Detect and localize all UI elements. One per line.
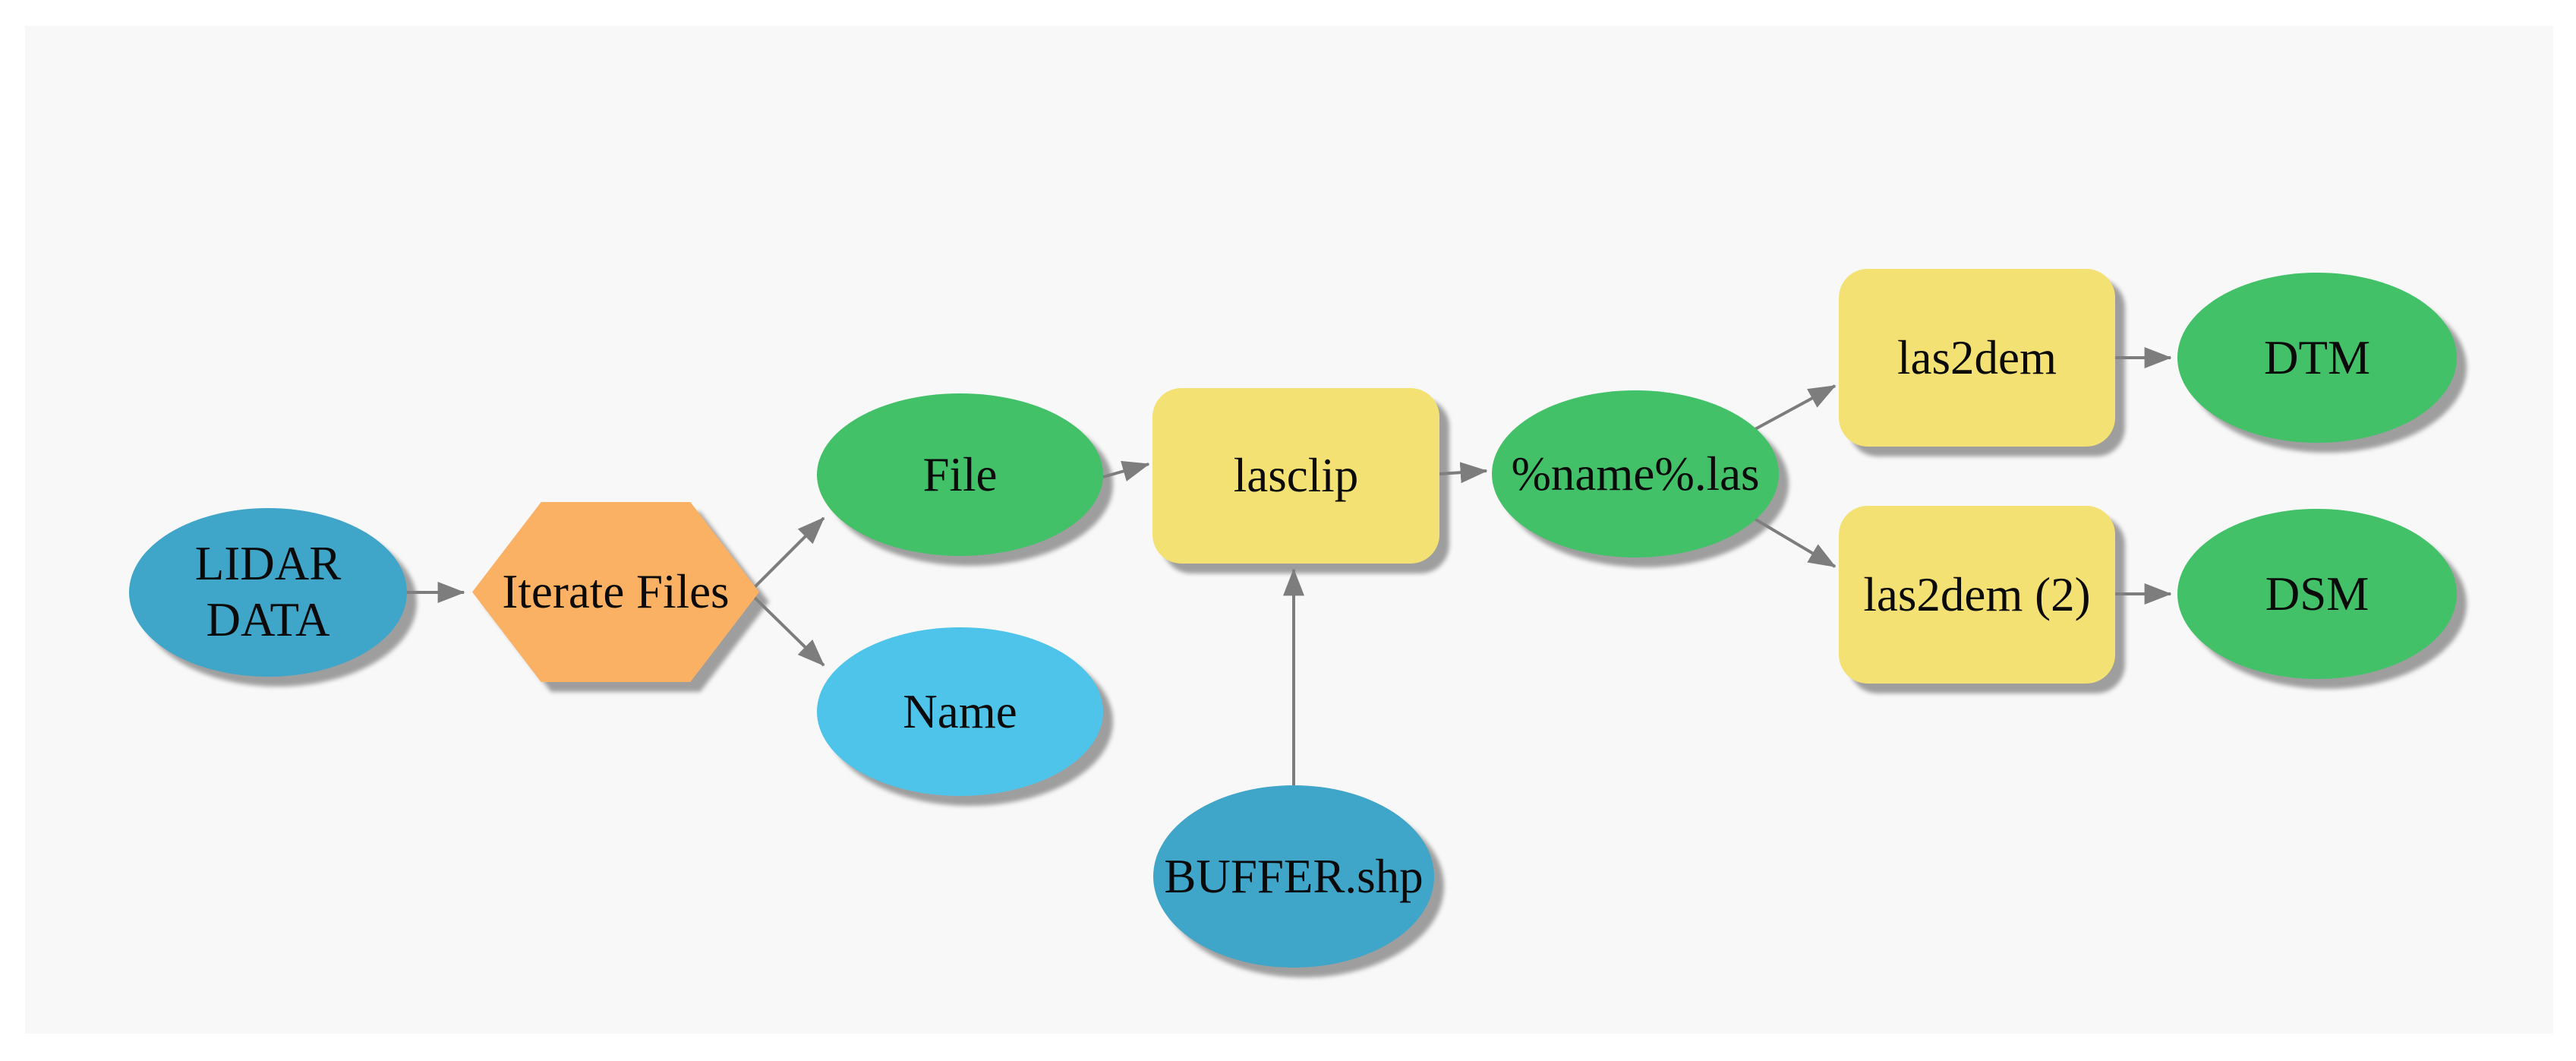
node-lasclip[interactable]: lasclip bbox=[1152, 388, 1439, 564]
node-iterate-files[interactable]: Iterate Files bbox=[472, 502, 759, 682]
node-dtm-label: DTM bbox=[2264, 330, 2370, 384]
edge-lasclip-to-namelas bbox=[1439, 462, 1488, 484]
node-buffer-shp[interactable]: BUFFER.shp bbox=[1153, 785, 1434, 968]
node-dsm[interactable]: DSM bbox=[2177, 509, 2457, 679]
edge-namelas-to-las2dem2 bbox=[1744, 512, 1837, 568]
node-dsm-label: DSM bbox=[2265, 567, 2369, 620]
diagram-canvas: LIDAR DATA Iterate Files File Name lascl… bbox=[25, 26, 2553, 1034]
iterator-hexagon: Iterate Files bbox=[472, 502, 759, 682]
node-lasclip-label: lasclip bbox=[1233, 449, 1359, 502]
node-las2dem-2-label: las2dem (2) bbox=[1863, 567, 2091, 621]
node-las2dem[interactable]: las2dem bbox=[1839, 269, 2115, 447]
node-dtm[interactable]: DTM bbox=[2177, 273, 2457, 443]
edge-file-to-lasclip bbox=[1102, 460, 1150, 482]
node-name-las[interactable]: %name%.las bbox=[1492, 390, 1779, 557]
node-iterate-files-label: Iterate Files bbox=[502, 565, 730, 618]
edge-iterate-to-file bbox=[751, 516, 825, 591]
node-file-label: File bbox=[922, 447, 998, 501]
node-lidar-data-label: LIDAR DATA bbox=[194, 537, 342, 646]
node-las2dem-2[interactable]: las2dem (2) bbox=[1839, 506, 2115, 684]
node-lidar-data[interactable]: LIDAR DATA bbox=[129, 508, 407, 677]
node-file[interactable]: File bbox=[817, 393, 1103, 556]
node-name[interactable]: Name bbox=[817, 627, 1103, 796]
edge-namelas-to-las2dem bbox=[1745, 384, 1837, 436]
edge-iterate-to-name bbox=[751, 594, 825, 667]
node-name-las-label: %name%.las bbox=[1511, 447, 1760, 501]
node-buffer-shp-label: BUFFER.shp bbox=[1164, 849, 1424, 903]
node-name-label: Name bbox=[903, 684, 1017, 738]
node-las2dem-label: las2dem bbox=[1897, 330, 2057, 384]
